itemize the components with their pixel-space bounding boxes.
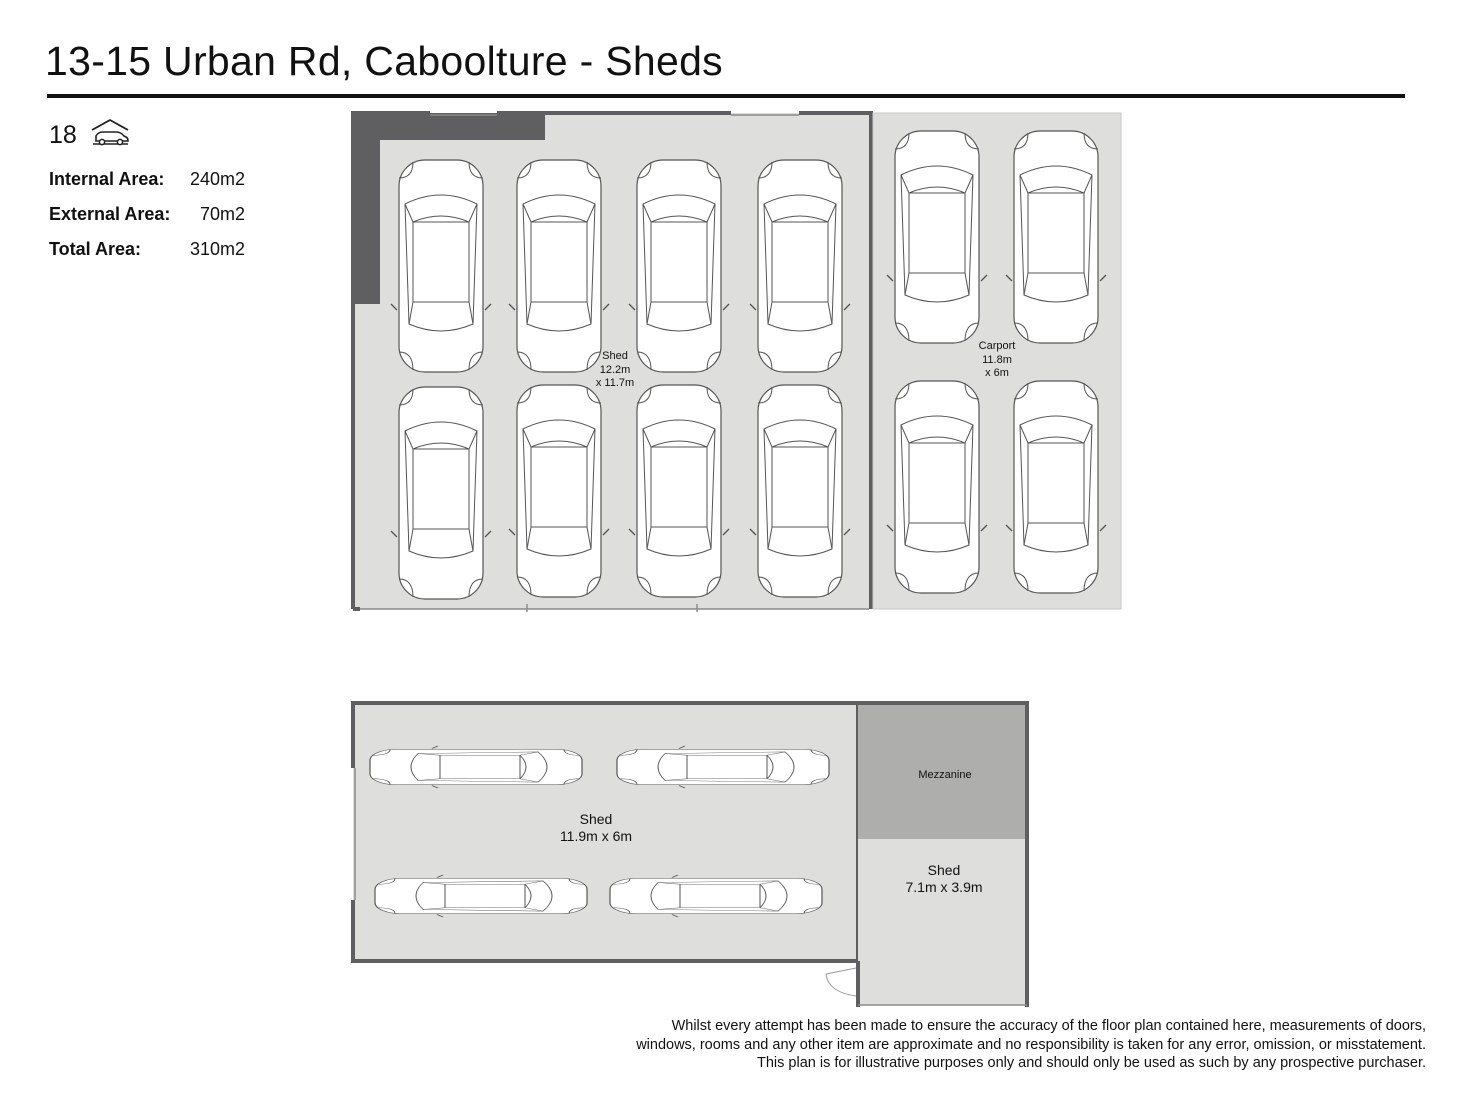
external-area-label: External Area: <box>49 204 171 224</box>
car-icon <box>1005 380 1107 594</box>
total-area-label: Total Area: <box>49 239 142 259</box>
main-shed-name: Shed <box>602 350 628 362</box>
car-icon <box>390 386 492 600</box>
small-shed-name: Shed <box>928 862 961 878</box>
internal-area-value: 240m2 <box>189 169 245 189</box>
internal-area-label: Internal Area: <box>49 169 165 189</box>
car-icon <box>390 159 492 373</box>
title-divider <box>47 94 1405 98</box>
carport-dim2: x 6m <box>985 367 1009 379</box>
main-shed-openings <box>360 114 869 612</box>
main-shed-storage-block-side <box>353 113 380 304</box>
small-shed-dim1: 7.1m x 3.9m <box>905 879 982 895</box>
car-icon <box>886 380 988 594</box>
small-shed-walls <box>856 701 1029 1007</box>
main-shed-dim1: 12.2m <box>600 364 631 376</box>
car-icon <box>886 130 988 344</box>
car-icon <box>749 384 851 598</box>
car-icon <box>508 384 610 598</box>
car-icon <box>628 159 730 373</box>
car-garage-icon <box>89 117 131 154</box>
car-icon <box>616 745 830 789</box>
disclaimer: Whilst every attempt has been made to en… <box>546 1017 1426 1073</box>
carport-dim1: 11.8m <box>982 354 1012 366</box>
car-icon <box>508 159 610 373</box>
main-shed-dim2: x 11.7m <box>596 377 634 389</box>
car-icon <box>374 874 588 918</box>
carport-outline <box>872 112 1122 610</box>
external-area-value: 70m2 <box>199 204 245 224</box>
main-shed-walls <box>351 111 873 611</box>
car-icon <box>369 745 583 789</box>
main-shed-storage-block <box>353 113 545 140</box>
disclaimer-line-3: This plan is for illustrative purposes o… <box>757 1055 1426 1071</box>
mezzanine-name: Mezzanine <box>918 769 971 781</box>
carport-name: Carport <box>979 340 1016 352</box>
lower-shed-dim1: 11.9m x 6m <box>560 828 632 844</box>
disclaimer-line-2: windows, rooms and any other item are ap… <box>636 1036 1426 1053</box>
page-title: 13-15 Urban Rd, Caboolture - Sheds <box>45 38 723 84</box>
car-icon <box>628 384 730 598</box>
lower-shed-name: Shed <box>580 811 613 827</box>
total-area-value: 310m2 <box>189 239 245 259</box>
small-shed <box>825 701 1029 1007</box>
parking-summary: 18 <box>49 118 131 152</box>
mezzanine-floor <box>858 703 1027 839</box>
parking-count: 18 <box>49 120 77 149</box>
car-icon <box>609 874 823 918</box>
car-icon <box>1005 130 1107 344</box>
car-icon <box>749 159 851 373</box>
disclaimer-line-1: Whilst every attempt has been made to en… <box>671 1018 1426 1034</box>
door-swing-icon <box>825 967 857 997</box>
